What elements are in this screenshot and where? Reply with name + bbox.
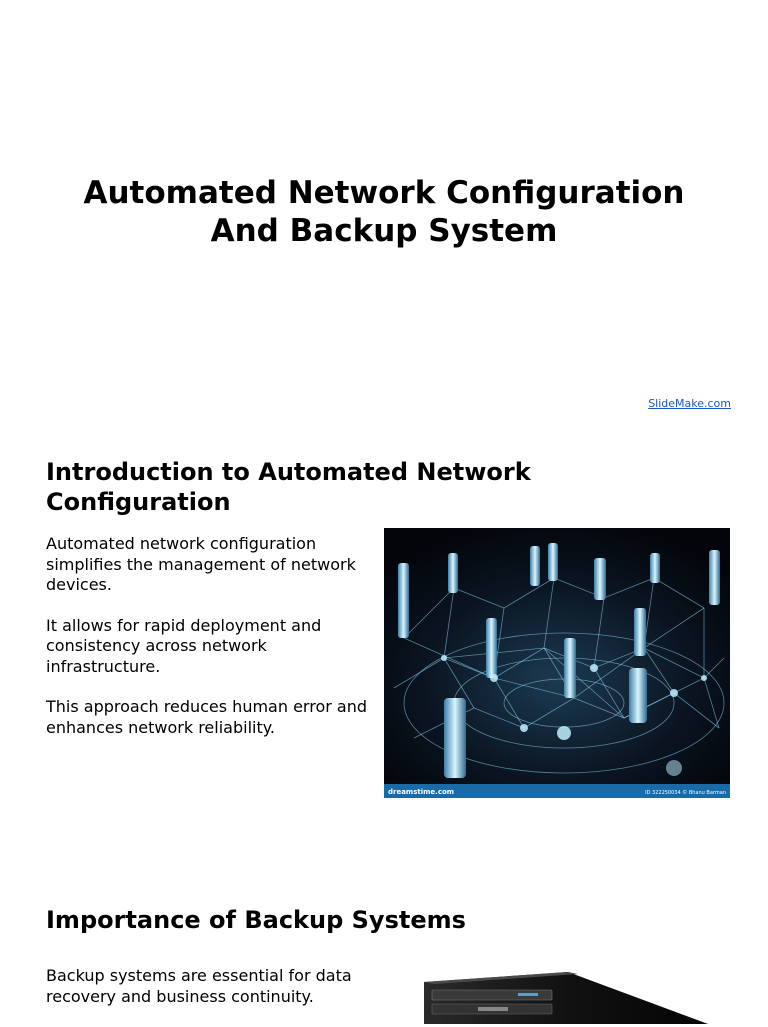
slide-title-line-1: Automated Network Configuration bbox=[83, 175, 685, 211]
network-image: dreamstime.com ID 322250034 © Bhanu Barm… bbox=[384, 528, 730, 798]
server-image bbox=[418, 968, 708, 1024]
intro-heading-line-2: Configuration bbox=[46, 488, 231, 516]
intro-heading-line-1: Introduction to Automated Network bbox=[46, 458, 531, 486]
watermark-right: ID 322250034 © Bhanu Barman bbox=[645, 789, 726, 796]
watermark-left: dreamstime.com bbox=[388, 788, 454, 796]
slide-title: Automated Network Configuration And Back… bbox=[40, 174, 728, 250]
backup-heading: Importance of Backup Systems bbox=[46, 906, 466, 934]
slidemake-link[interactable]: SlideMake.com bbox=[648, 397, 731, 410]
network-illustration: dreamstime.com ID 322250034 © Bhanu Barm… bbox=[384, 528, 730, 798]
backup-body: Backup systems are essential for data re… bbox=[46, 966, 378, 1027]
intro-body: Automated network configuration simplifi… bbox=[46, 534, 378, 758]
intro-paragraph-3: This approach reduces human error and en… bbox=[46, 697, 367, 737]
intro-paragraph-1: Automated network configuration simplifi… bbox=[46, 534, 356, 594]
backup-paragraph-1: Backup systems are essential for data re… bbox=[46, 966, 352, 1006]
intro-heading: Introduction to Automated Network Config… bbox=[46, 457, 531, 517]
intro-paragraph-2: It allows for rapid deployment and consi… bbox=[46, 615, 322, 676]
server-illustration bbox=[424, 972, 708, 1024]
slide-title-line-2: And Backup System bbox=[210, 213, 558, 249]
